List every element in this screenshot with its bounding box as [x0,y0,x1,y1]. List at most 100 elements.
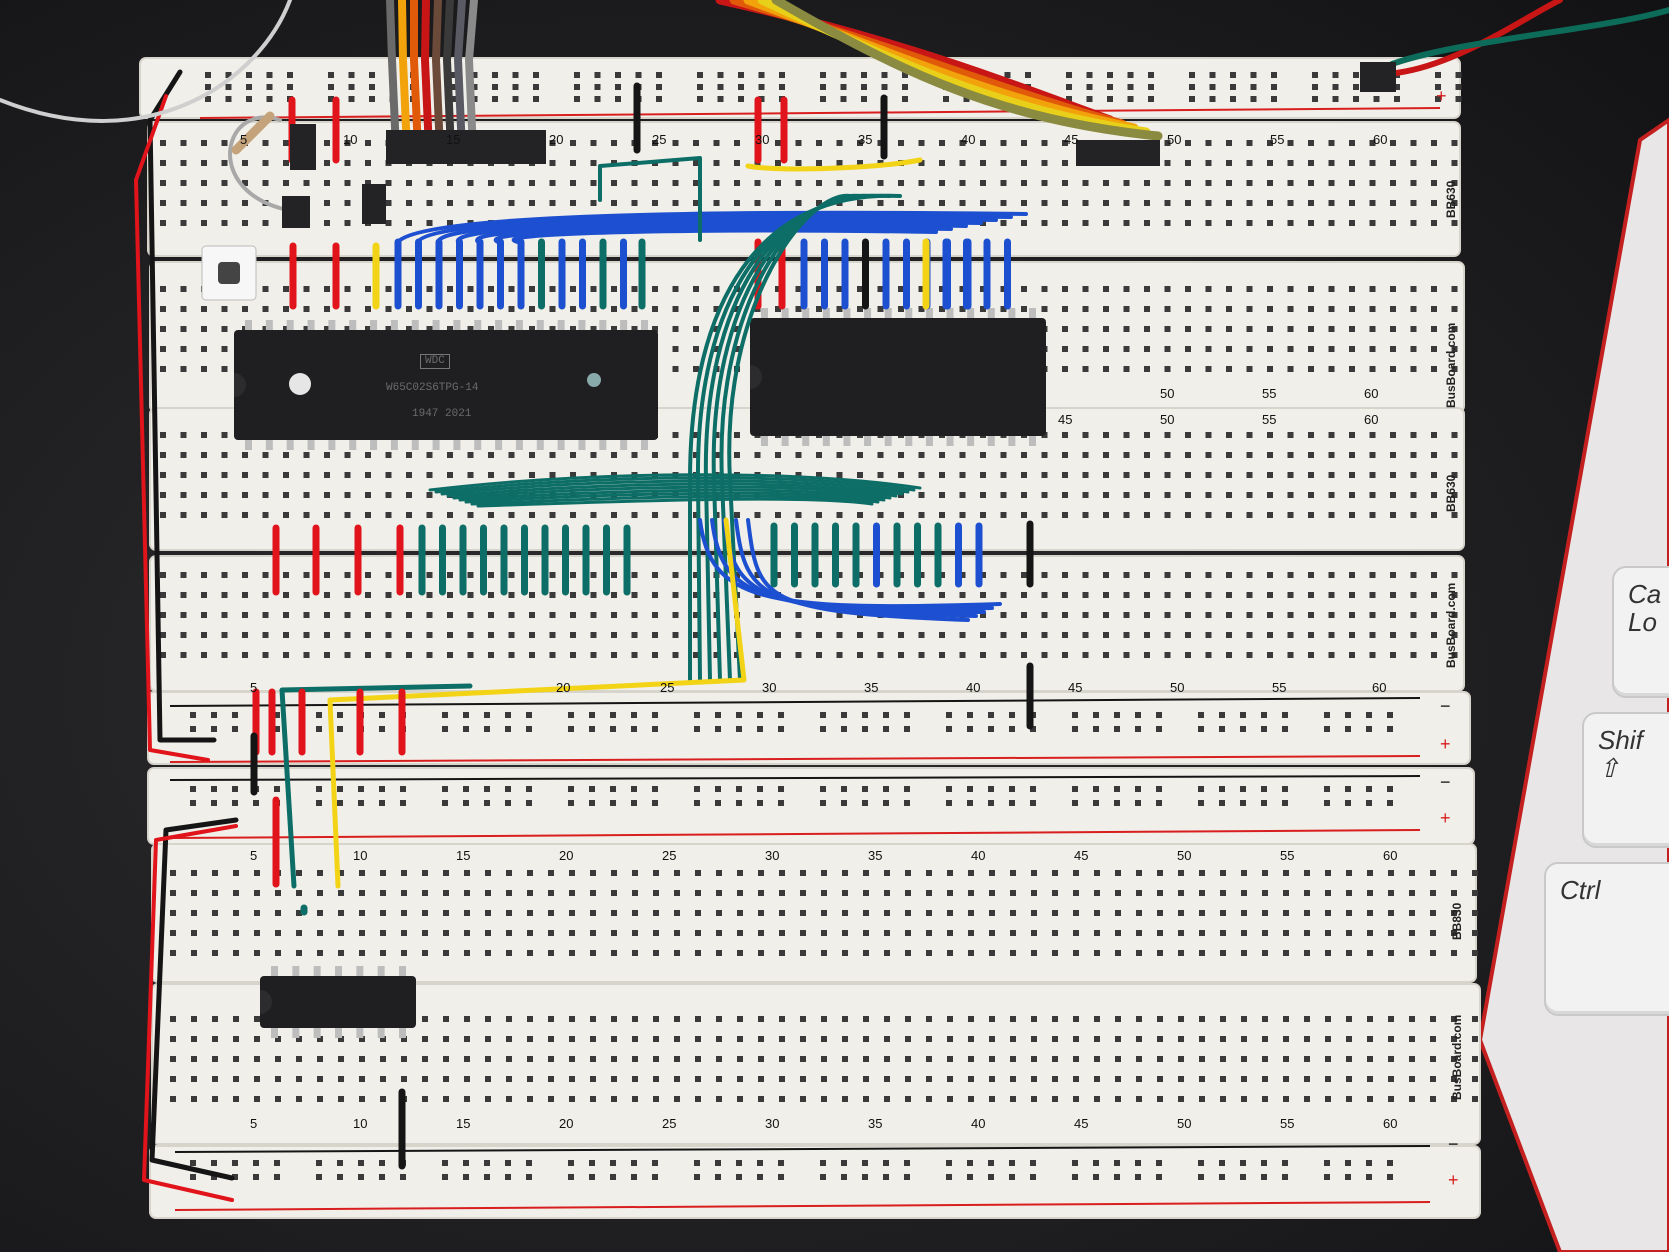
breadboard-hole [610,1174,616,1180]
breadboard-hole [1062,366,1068,372]
breadboard-hole [590,326,597,332]
breadboard-hole [221,592,228,598]
breadboard-hole [841,1160,847,1166]
breadboard-hole [1325,870,1331,876]
breadboard-hole [1250,84,1257,90]
breadboard-hole [884,1076,890,1082]
breadboard-hole [180,612,187,618]
breadboard-hole [1349,326,1355,332]
breadboard-hole [1267,306,1273,312]
breadboard-hole [905,870,911,876]
breadboard-hole [737,930,743,936]
chip-pin [370,320,378,332]
breadboard-hole [283,286,289,292]
breadboard-hole [488,472,494,478]
breadboard-hole [656,96,662,102]
breadboard-hole [275,930,281,936]
breadboard-hole [359,890,365,896]
breadboard-hole [632,930,638,936]
breadboard-hole [400,1174,406,1180]
breadboard-hole [795,512,802,518]
breadboard-hole [898,512,904,518]
breadboard-hole [1430,950,1436,956]
breadboard-hole [442,726,448,732]
breadboard-hole [1072,800,1078,806]
breadboard-hole [253,800,259,806]
breadboard-hole [631,1174,637,1180]
breadboard-hole [1308,220,1314,226]
breadboard-hole [212,1056,218,1062]
breadboard-hole [1123,592,1130,598]
breadboard-hole [1410,220,1417,226]
breadboard-hole [1287,592,1294,598]
breadboard-hole [328,96,334,102]
breadboard-hole [344,492,351,498]
chip-pin [328,438,336,450]
breadboard-hole [989,1056,995,1062]
breadboard-hole [201,512,207,518]
chip-pin [802,308,810,320]
breadboard-hole [795,592,802,598]
breadboard-hole [1246,306,1253,312]
breadboard-hole [201,220,207,226]
breadboard-hole [180,632,187,638]
breadboard-hole [447,572,453,578]
breadboard-hole [590,160,597,166]
breadboard-hole [1185,180,1191,186]
column-number: 35 [864,680,879,695]
breadboard-hole [492,72,498,78]
breadboard-hole [447,180,453,186]
chip-pin [356,966,364,978]
chip-pin [1008,308,1016,320]
breadboard-hole [1199,1036,1205,1042]
breadboard-hole [1094,890,1100,896]
breadboard-hole [779,1076,785,1082]
breadboard-hole [775,632,781,638]
breadboard-hole [631,512,638,518]
breadboard-hole [1009,786,1015,792]
breadboard-hole [1220,870,1226,876]
breadboard-hole [406,472,412,478]
breadboard-hole [262,180,269,186]
breadboard-hole [406,220,412,226]
breadboard-hole [1308,592,1314,598]
breadboard-hole [816,452,822,458]
breadboard-hole [338,890,344,896]
breadboard-hole [989,950,995,956]
breadboard-hole [254,1036,260,1042]
breadboard-hole [464,1056,470,1062]
breadboard-hole [488,286,494,292]
breadboard-hole [795,632,802,638]
breadboard-hole [693,306,699,312]
breadboard-hole [1241,1036,1247,1042]
breadboard-hole [1261,786,1267,792]
breadboard-hole [672,326,679,332]
breadboard-hole [883,1174,889,1180]
breadboard-hole [1093,786,1099,792]
breadboard-hole [775,452,781,458]
breadboard-hole [1328,220,1335,226]
breadboard-hole [1267,492,1273,498]
breadboard-hole [1451,572,1458,578]
breadboard-hole [611,1096,617,1102]
breadboard-hole [968,870,974,876]
keyboard-key-ctrl[interactable]: Ctrl [1544,862,1669,1016]
breadboard-hole [1220,910,1226,916]
breadboard-hole [862,786,868,792]
breadboard-hole [488,326,494,332]
column-number: 55 [1280,848,1295,863]
breadboard-hole [274,712,280,718]
breadboard-hole [1144,326,1150,332]
breadboard-hole [672,632,679,638]
breadboard-hole [1185,512,1191,518]
keyboard-key-shift[interactable]: Shif ⇧ [1582,712,1669,848]
breadboard-hole [549,652,556,658]
breadboard-hole [1240,800,1246,806]
breadboard-hole [221,652,228,658]
breadboard-hole [959,180,966,186]
breadboard-hole [736,800,742,806]
breadboard-hole [1241,950,1247,956]
breadboard-hole [365,512,371,518]
breadboard-hole [201,200,207,206]
keyboard-key-caps-lock[interactable]: Ca Lo [1612,566,1669,698]
